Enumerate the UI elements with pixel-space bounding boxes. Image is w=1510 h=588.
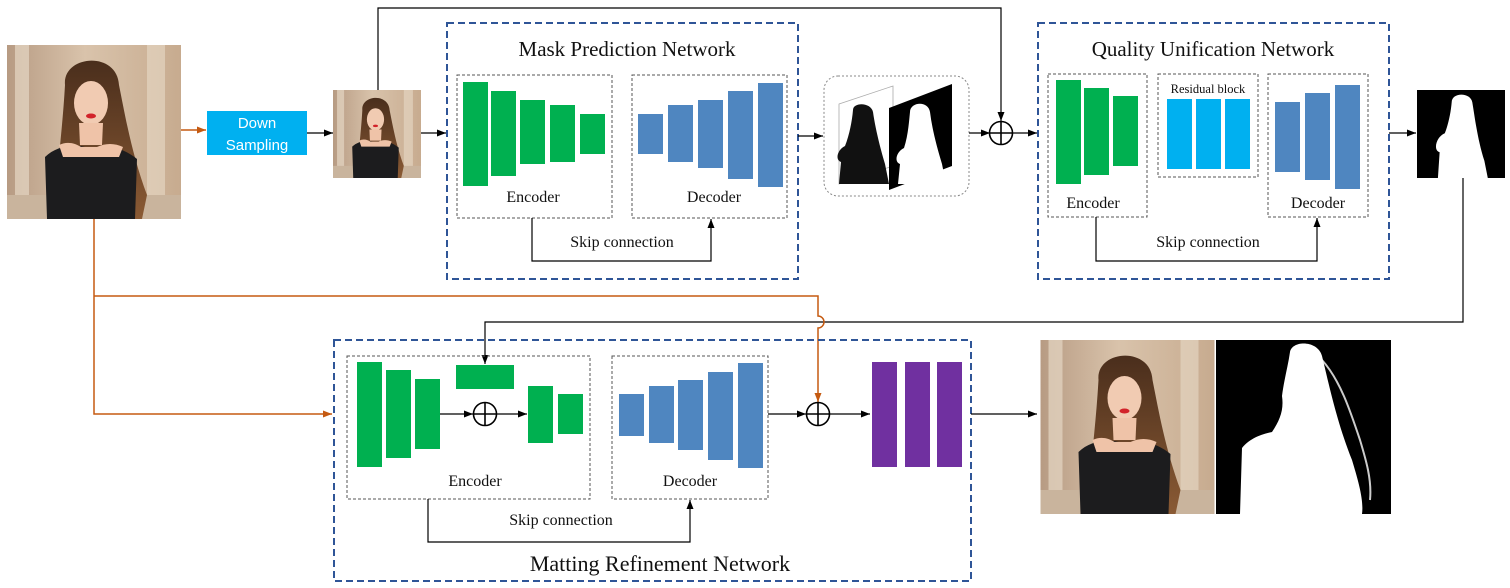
matting-encoder-layer — [357, 362, 382, 467]
mask-skip-connection-line — [531, 218, 715, 262]
skip-path-small-image-to-plus — [377, 7, 1005, 121]
refine-layer — [937, 362, 962, 467]
mask-encoder-layer — [520, 100, 545, 164]
mask-encoder-layer — [550, 105, 575, 162]
quality-encoder-blocks — [1056, 80, 1138, 184]
residual-layer — [1225, 99, 1250, 169]
mask-prediction-network: Mask Prediction Network Encoder Decoder … — [446, 22, 799, 280]
quality-encoder-layer — [1113, 96, 1138, 166]
mask-encoder-blocks — [463, 82, 605, 186]
predicted-masks — [823, 75, 970, 197]
orange-path-input-to-matting-net — [93, 219, 332, 418]
mask-decoder-label: Decoder — [687, 189, 742, 206]
matting-encoder-layer — [528, 386, 553, 443]
concat-plus-top — [988, 120, 1014, 146]
refine-layer — [905, 362, 930, 467]
mask-decoder-layer — [698, 100, 723, 168]
quality-unification-network: Quality Unification Network Encoder Resi… — [1037, 22, 1390, 280]
residual-layer — [1167, 99, 1192, 169]
downsampling-label-line2: Sampling — [226, 137, 289, 154]
downsampled-image — [333, 90, 421, 178]
mask-decoder-layer — [728, 91, 753, 179]
refine-blocks — [872, 362, 962, 467]
matting-skip-connection-line — [427, 499, 694, 543]
input-image — [7, 45, 181, 219]
matting-encoder-layer — [558, 394, 583, 434]
matting-encoder-layer — [456, 365, 514, 389]
quality-skip-connection-line — [1095, 217, 1321, 262]
downsampling-block: Down Sampling — [207, 111, 307, 155]
quality-encoder-label: Encoder — [1066, 195, 1120, 212]
quality-decoder-layer — [1305, 93, 1330, 180]
mask-decoder-layer — [758, 83, 783, 187]
quality-skip-label: Skip connection — [1156, 234, 1260, 251]
path-coarse-mask-to-matting-encoder — [481, 178, 1464, 364]
quality-decoder-blocks — [1275, 85, 1360, 189]
matting-refinement-title: Matting Refinement Network — [530, 551, 790, 576]
mask-encoder-layer — [491, 91, 516, 176]
mask-encoder-layer — [580, 114, 605, 154]
quality-decoder-layer — [1335, 85, 1360, 189]
matting-encoder-blocks — [357, 362, 583, 467]
matting-encoder-layer — [415, 379, 440, 449]
quality-encoder-layer — [1084, 88, 1109, 175]
matting-decoder-layer — [649, 386, 674, 443]
mask-prediction-title: Mask Prediction Network — [519, 37, 736, 61]
residual-layer — [1196, 99, 1221, 169]
matting-decoder-blocks — [619, 363, 763, 468]
quality-decoder-layer — [1275, 102, 1300, 172]
matting-decoder-layer — [738, 363, 763, 468]
quality-decoder-label: Decoder — [1291, 195, 1346, 212]
quality-encoder-layer — [1056, 80, 1081, 184]
residual-block-label: Residual block — [1171, 82, 1246, 96]
mask-decoder-layer — [668, 105, 693, 162]
refine-layer — [872, 362, 897, 467]
matting-skip-label: Skip connection — [509, 512, 613, 529]
quality-unification-title: Quality Unification Network — [1092, 37, 1335, 61]
mask-encoder-layer — [463, 82, 488, 186]
final-foreground-image — [1040, 340, 1215, 514]
residual-blocks — [1167, 99, 1250, 169]
coarse-output-mask — [1417, 90, 1505, 178]
matting-decoder-layer — [619, 394, 644, 436]
mask-decoder-blocks — [638, 83, 783, 187]
mask-skip-label: Skip connection — [570, 234, 674, 251]
orange-path-input-to-refine-plus — [94, 295, 825, 402]
matting-refinement-network: Matting Refinement Network Encoder Decod… — [333, 339, 972, 582]
matting-decoder-label: Decoder — [663, 473, 718, 490]
matting-decoder-layer — [708, 372, 733, 460]
downsampling-label-line1: Down — [238, 115, 276, 132]
matting-encoder-layer — [386, 370, 411, 458]
matting-decoder-layer — [678, 380, 703, 450]
final-alpha-matte — [1216, 340, 1391, 514]
refine-plus — [805, 401, 831, 427]
mask-decoder-layer — [638, 114, 663, 154]
inner-plus — [472, 401, 498, 427]
matting-encoder-label: Encoder — [448, 473, 502, 490]
mask-encoder-label: Encoder — [506, 189, 560, 206]
